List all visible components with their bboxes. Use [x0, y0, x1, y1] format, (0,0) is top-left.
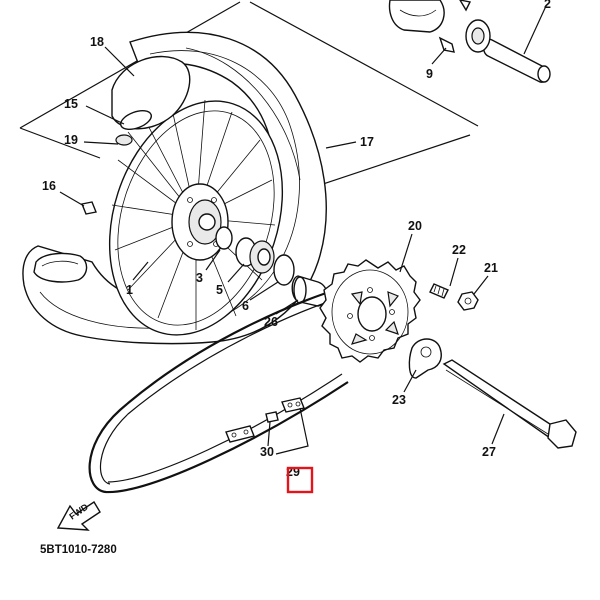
callout-26: 26: [264, 315, 278, 329]
callout-5: 5: [216, 283, 223, 297]
hub-dust-seal: [465, 19, 491, 53]
rim-band-and-tube: [33, 55, 191, 283]
callout-15: 15: [64, 97, 78, 111]
callout-16: 16: [42, 179, 56, 193]
forward-arrow-icon: FWD: [56, 501, 101, 531]
sprocket-bolt-22-icon: [429, 283, 449, 299]
callout-18: 18: [90, 35, 104, 49]
callout-9: 9: [426, 67, 433, 81]
callout-1: 1: [126, 283, 133, 297]
callout-20: 20: [408, 219, 422, 233]
clip-30-icon: [265, 411, 279, 423]
drive-chain: [88, 284, 349, 494]
nut-21-icon: [457, 291, 479, 311]
leader-lines: [59, 5, 547, 455]
callout-17: 17: [360, 135, 374, 149]
master-link-29: [225, 397, 305, 443]
callout-30: 30: [260, 445, 274, 459]
brake-caliper-fragment: [388, 0, 472, 33]
rear-sprocket: [319, 259, 421, 363]
callout-19: 19: [64, 133, 78, 147]
bearings-and-spacers: [215, 226, 328, 307]
axle-27: [442, 359, 577, 449]
callout-22: 22: [452, 243, 466, 257]
catalog-code: 5BT1010-7280: [40, 544, 117, 556]
bolt-16-icon: [81, 201, 97, 215]
callout-2: 2: [544, 0, 551, 11]
wheel-hub-and-spokes: [108, 99, 284, 336]
callout-23: 23: [392, 393, 406, 407]
chain-puller-23: [408, 338, 442, 379]
callout-27: 27: [482, 445, 496, 459]
collar-2: [482, 38, 551, 83]
callout-3: 3: [196, 271, 203, 285]
callout-labels: 18 15 19 16 17 1 3 5 6 26 20 22 21 23 27…: [42, 0, 551, 479]
valve-9-icon: [438, 36, 455, 53]
selected-part-highlight[interactable]: [286, 466, 314, 494]
callout-21: 21: [484, 261, 498, 275]
callout-6: 6: [242, 299, 249, 313]
